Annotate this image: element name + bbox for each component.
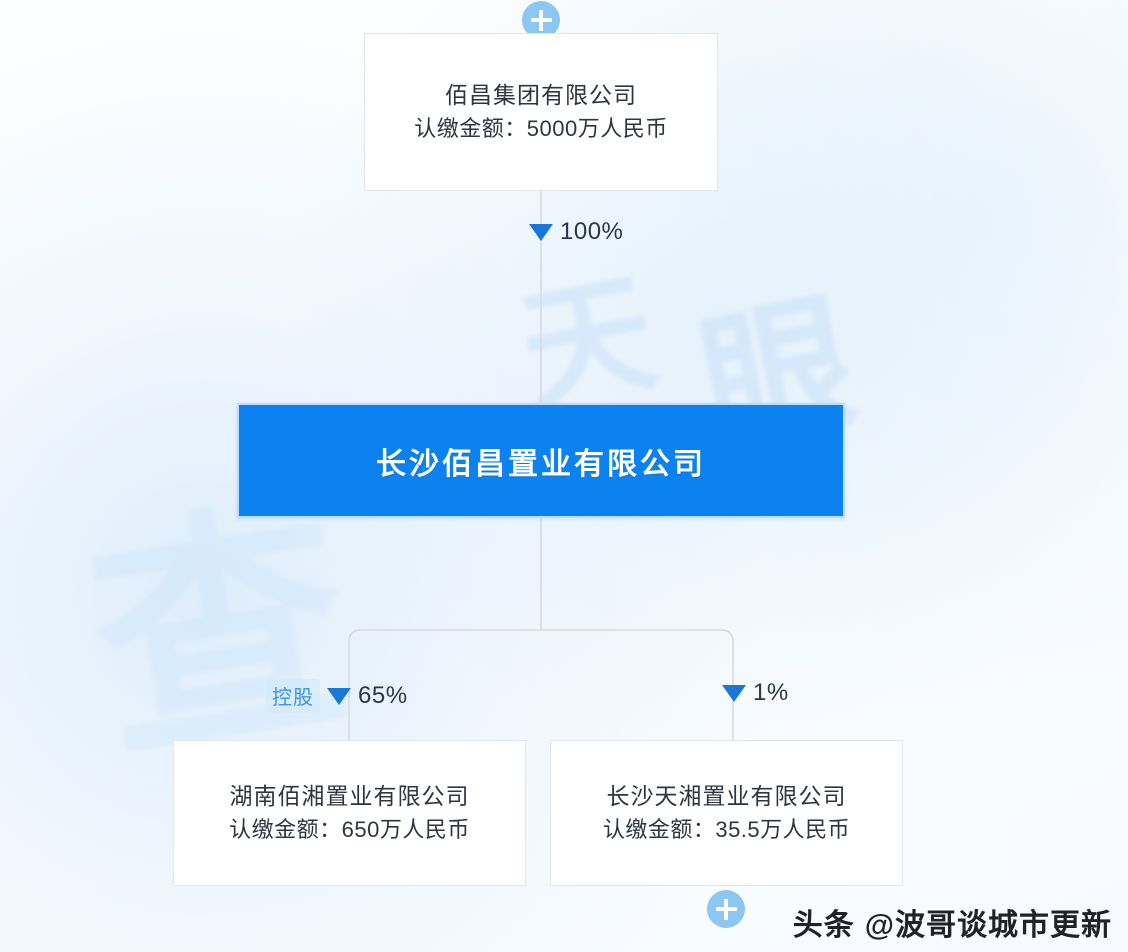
company-node-root[interactable]: 佰昌集团有限公司 认缴金额：5000万人民币 <box>364 33 718 191</box>
company-name: 长沙天湘置业有限公司 <box>606 783 847 809</box>
expand-parents-plus-icon[interactable] <box>522 1 560 39</box>
expand-children-plus-icon[interactable] <box>707 890 745 928</box>
ownership-percent: 65% <box>358 682 408 709</box>
company-name: 湖南佰湘置业有限公司 <box>229 783 470 809</box>
ownership-percent: 100% <box>560 218 624 245</box>
edge-label-focus-to-right-child: 1% <box>722 679 789 707</box>
company-node-child-right[interactable]: 长沙天湘置业有限公司 认缴金额：35.5万人民币 <box>550 740 903 886</box>
company-subscribed-capital: 认缴金额：35.5万人民币 <box>602 817 851 842</box>
arrow-down-icon <box>722 684 746 702</box>
company-node-focus[interactable]: 长沙佰昌置业有限公司 <box>237 403 845 518</box>
plus-icon-vertical-bar <box>724 898 728 920</box>
company-node-child-left[interactable]: 湖南佰湘置业有限公司 认缴金额：650万人民币 <box>173 740 526 886</box>
company-name: 佰昌集团有限公司 <box>445 82 637 108</box>
ownership-percent: 1% <box>753 679 789 706</box>
plus-icon-vertical-bar <box>539 9 543 31</box>
arrow-down-icon <box>327 687 351 705</box>
company-subscribed-capital: 认缴金额：5000万人民币 <box>414 116 668 141</box>
author-handle: @波哥谈城市更新 <box>864 909 1112 942</box>
platform-name: 头条 <box>792 909 855 942</box>
edge-label-focus-to-left-child: 控股 65% <box>266 679 408 713</box>
channel-watermark: 头条 @波哥谈城市更新 <box>793 900 1112 944</box>
relationship-tag: 控股 <box>266 679 320 713</box>
arrow-down-icon <box>529 223 553 241</box>
company-name: 长沙佰昌置业有限公司 <box>376 447 706 481</box>
company-subscribed-capital: 认缴金额：650万人民币 <box>229 817 470 842</box>
edge-label-root-to-focus: 100% <box>529 218 623 246</box>
